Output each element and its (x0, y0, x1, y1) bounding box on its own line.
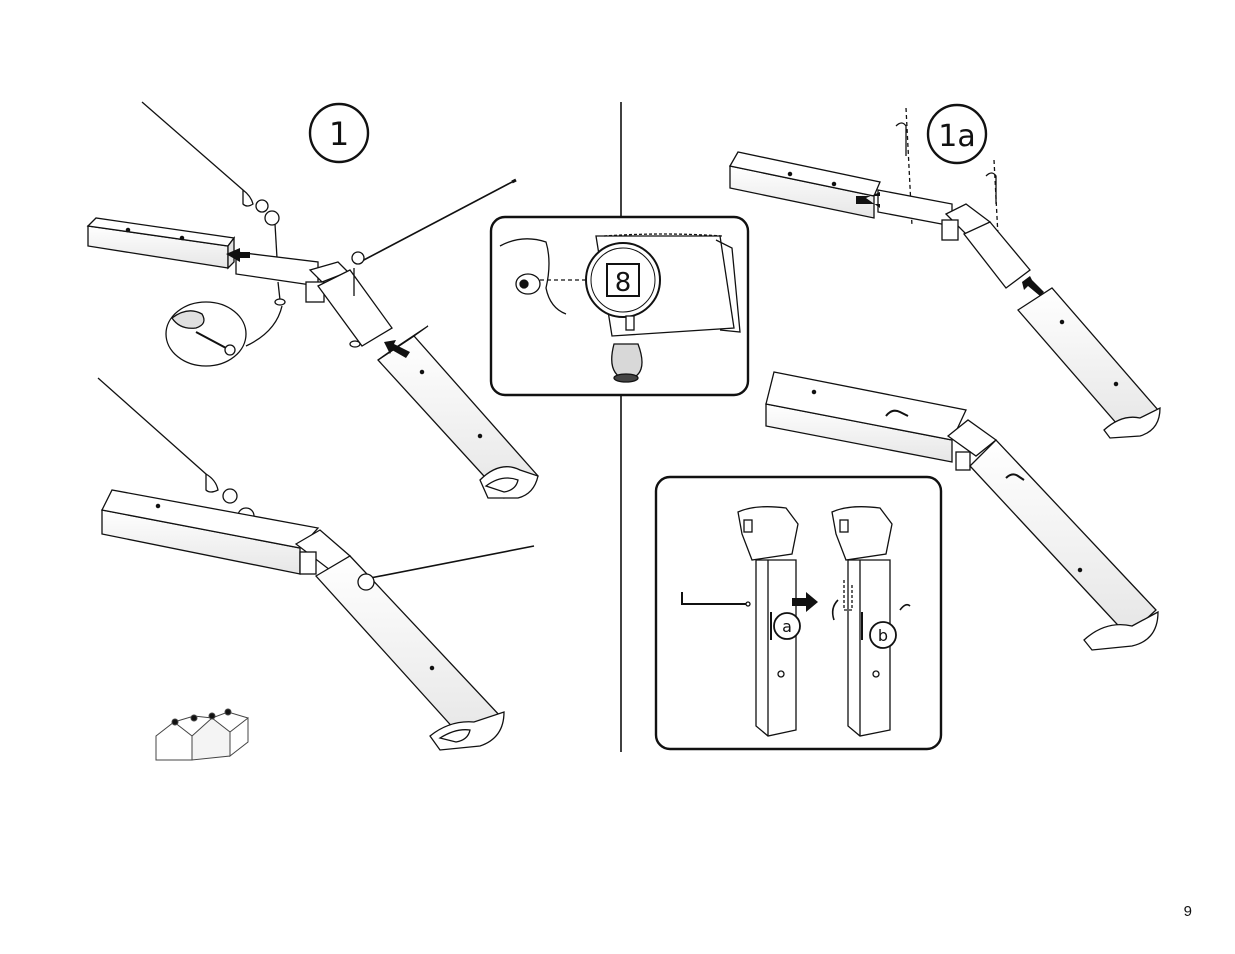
step-1a-number: 1a (938, 119, 975, 154)
hook-pin-icon (896, 123, 906, 156)
step-1-top-assembly (88, 102, 538, 498)
step-1-badge: 1 (310, 104, 368, 162)
cable-icon-2 (98, 378, 206, 474)
greenhouse-overview-icon (156, 709, 248, 760)
cable-icon (142, 102, 243, 190)
step-1a-badge: 1a (928, 105, 986, 163)
wrench-icon (166, 302, 282, 366)
substep-b-label: b (878, 626, 888, 645)
substep-a-label: a (782, 617, 792, 636)
manual-page-reference: 8 (615, 268, 632, 298)
hook-pin-detail-callout: a b (656, 477, 941, 749)
step-1-number: 1 (329, 115, 349, 153)
manual-reference-callout: 8 (491, 217, 748, 395)
page-number: 9 (1184, 903, 1192, 920)
